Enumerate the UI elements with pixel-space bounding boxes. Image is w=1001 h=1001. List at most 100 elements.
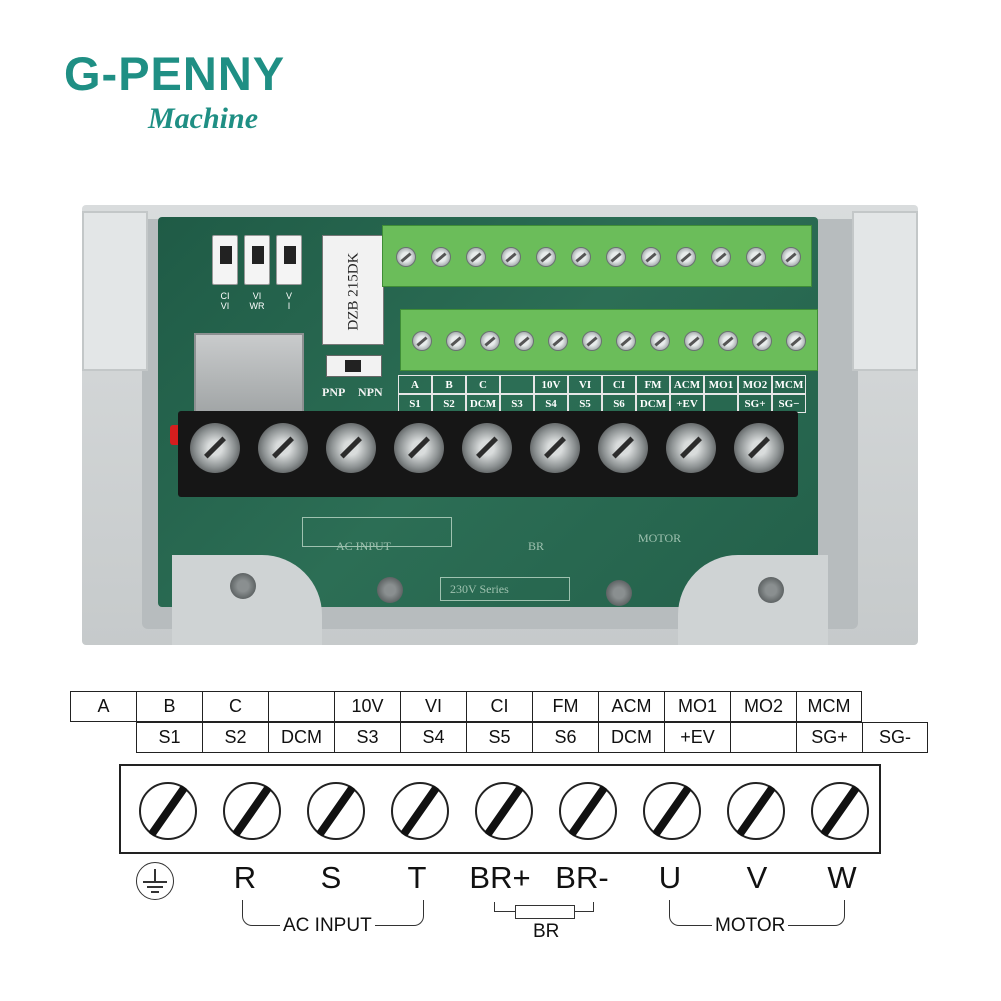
pcb-terminal-legend: A B C 10V VI CI FM ACM MO1 MO2 MCM S1 S2… (398, 375, 806, 413)
pcb-label: CI (602, 375, 636, 394)
power-screw-icon (598, 423, 648, 473)
terminal-screw-icon (582, 331, 602, 351)
terminal-label: FM (532, 691, 598, 722)
terminal-u-label: U (658, 860, 682, 895)
pcb-label (500, 375, 534, 394)
silk-motor-label: MOTOR (638, 531, 682, 545)
pcb-label: B (432, 375, 466, 394)
terminal-label: MCM (796, 691, 862, 722)
dip-label: VI WR (249, 291, 265, 311)
terminal-label: VI (400, 691, 466, 722)
terminal-screw-icon (431, 247, 451, 267)
terminal-t-label: T (407, 860, 427, 895)
terminal-screw-icon (548, 331, 568, 351)
terminal-br-plus-label: BR+ (469, 860, 531, 895)
terminal-br-minus-label: BR- (555, 860, 609, 895)
terminal-label: S6 (532, 722, 598, 753)
green-terminal-block-bottom (400, 309, 818, 371)
terminal-screw-icon (650, 331, 670, 351)
ground-screw-icon (139, 782, 197, 840)
pcb-label: MO2 (738, 375, 772, 394)
terminal-v-label: V (746, 860, 768, 895)
terminal-screw-icon (711, 247, 731, 267)
terminal-screw-icon (616, 331, 636, 351)
power-screw-icon (394, 423, 444, 473)
brand-name: G-PENNY (64, 47, 286, 100)
br-label: BR (530, 922, 563, 941)
motor-label: MOTOR (712, 916, 789, 935)
pcb-label: A (398, 375, 432, 394)
terminal-screw-icon (676, 247, 696, 267)
green-terminal-block-top (382, 225, 812, 287)
s-screw-icon (307, 782, 365, 840)
terminal-screw-icon (641, 247, 661, 267)
terminal-label: S3 (334, 722, 400, 753)
terminal-label: MO1 (664, 691, 730, 722)
terminal-screw-icon (571, 247, 591, 267)
terminal-screw-icon (606, 247, 626, 267)
terminal-screw-icon (786, 331, 806, 351)
pcb-label: VI (568, 375, 602, 394)
terminal-screw-icon (536, 247, 556, 267)
pnp-npn-switch (326, 355, 382, 377)
terminal-label: CI (466, 691, 532, 722)
terminal-screw-icon (480, 331, 500, 351)
mount-screw (606, 580, 632, 606)
terminal-screw-icon (501, 247, 521, 267)
terminal-screw-icon (718, 331, 738, 351)
board-photo: CI VI VI WR V I DZB 215DK PNP NPN A B C … (82, 205, 918, 645)
ethernet-port (194, 333, 304, 419)
power-screw-icon (326, 423, 376, 473)
u-screw-icon (643, 782, 701, 840)
terminal-label (730, 722, 796, 753)
terminal-w-label: W (827, 860, 857, 895)
terminal-label: DCM (598, 722, 664, 753)
br-minus-screw-icon (559, 782, 617, 840)
terminal-screw-icon (396, 247, 416, 267)
pnp-label: PNP (322, 385, 346, 399)
terminal-r-label: R (233, 860, 257, 895)
ground-icon (136, 862, 174, 900)
w-screw-icon (811, 782, 869, 840)
ac-input-label: AC INPUT (280, 916, 375, 935)
resistor-icon (515, 905, 575, 919)
brand-logo: G-PENNY Machine (64, 50, 364, 140)
silk-ac-box (302, 517, 452, 547)
chip-label: DZB 215DK (322, 235, 384, 345)
pcb-label: 10V (534, 375, 568, 394)
terminal-screw-icon (514, 331, 534, 351)
silk-ac-label: AC INPUT (336, 539, 392, 553)
dip-label: V I (285, 291, 292, 311)
power-screw-icon (462, 423, 512, 473)
enclosure-ear-left (172, 555, 322, 645)
terminal-screw-icon (466, 247, 486, 267)
terminal-label: S1 (136, 722, 202, 753)
mount-screw (230, 573, 256, 599)
enclosure-post-right (852, 211, 918, 371)
terminal-label: B (136, 691, 202, 722)
series-box (440, 577, 570, 601)
terminal-screw-icon (412, 331, 432, 351)
pcb-label: ACM (670, 375, 704, 394)
terminal-label: DCM (268, 722, 334, 753)
pcb-label: C (466, 375, 500, 394)
dip-switch-1 (212, 235, 238, 285)
terminal-label (268, 691, 334, 722)
terminal-label: A (70, 691, 136, 722)
terminal-label: S2 (202, 722, 268, 753)
terminal-screw-icon (446, 331, 466, 351)
dip-switch-2 (244, 235, 270, 285)
terminal-screw-icon (781, 247, 801, 267)
power-screw-icon (190, 423, 240, 473)
terminal-screw-icon (752, 331, 772, 351)
r-screw-icon (223, 782, 281, 840)
terminal-label: +EV (664, 722, 730, 753)
br-plus-screw-icon (475, 782, 533, 840)
terminal-label: SG- (862, 722, 928, 753)
power-screw-icon (666, 423, 716, 473)
mount-screw (377, 577, 403, 603)
dip-label: CI VI (220, 291, 230, 311)
v-screw-icon (727, 782, 785, 840)
npn-label: NPN (358, 385, 383, 399)
terminal-label: SG+ (796, 722, 862, 753)
